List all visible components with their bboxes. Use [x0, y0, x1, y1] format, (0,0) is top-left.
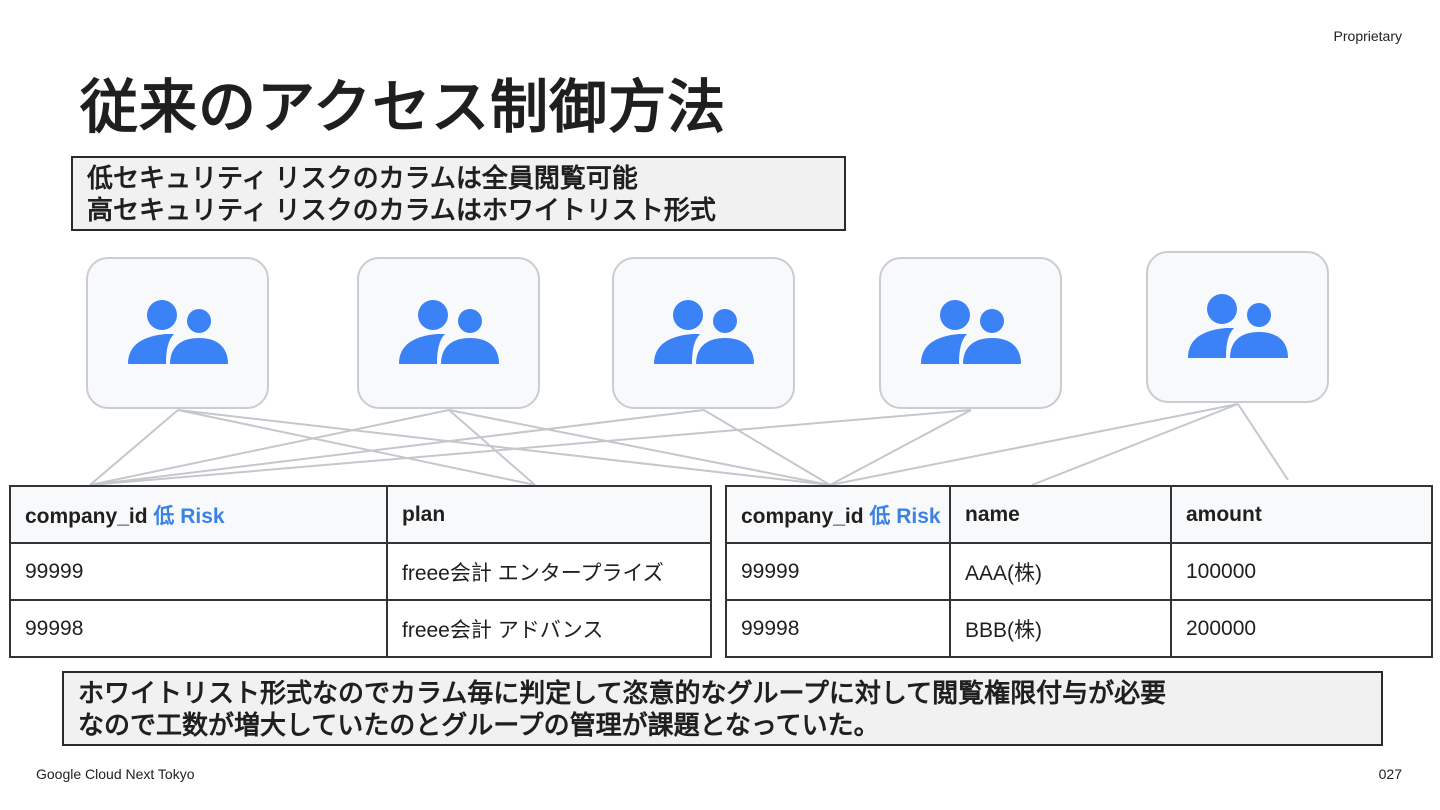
table-header-row: company_id 低 Risk name amount [725, 485, 1433, 544]
table-header-row: company_id 低 Risk plan [9, 485, 712, 544]
table-row: 99998 freee会計 アドバンス [9, 599, 712, 658]
connector-line [177, 409, 831, 486]
connector-line [89, 409, 705, 486]
risk-tag: 低 Risk [869, 504, 941, 528]
table-row: 99999 AAA(株) 100000 [725, 542, 1433, 601]
proprietary-label: Proprietary [1333, 28, 1402, 44]
table-cell: 200000 [1170, 599, 1433, 658]
table-right: company_id 低 Risk name amount 99999 AAA(… [725, 485, 1433, 658]
user-group-card-2 [357, 257, 540, 409]
table-row: 99999 freee会計 エンタープライズ [9, 542, 712, 601]
table-cell: 99998 [9, 599, 388, 658]
connector-line [703, 409, 831, 486]
risk-tag: 低 Risk [153, 504, 225, 528]
callout-bottom: ホワイトリスト形式なのでカラム毎に判定して恣意的なグループに対して閲覧権限付与が… [62, 671, 1383, 746]
connector-line [89, 409, 450, 486]
table-cell: 99999 [9, 542, 388, 601]
group-icon [920, 300, 1021, 364]
callout-top-line-2: 高セキュリティ リスクのカラムはホワイトリスト形式 [87, 195, 716, 225]
header-label: company_id [741, 504, 864, 528]
connector-line [177, 409, 536, 486]
callout-bottom-line-1: ホワイトリスト形式なのでカラム毎に判定して恣意的なグループに対して閲覧権限付与が… [78, 678, 1167, 708]
callout-top: 低セキュリティ リスクのカラムは全員閲覧可能 高セキュリティ リスクのカラムはホ… [71, 156, 846, 231]
callout-top-line-1: 低セキュリティ リスクのカラムは全員閲覧可能 [87, 163, 638, 193]
user-group-card-5 [1146, 251, 1329, 403]
header-cell: plan [386, 485, 712, 544]
connector-line [448, 409, 536, 486]
table-cell: freee会計 アドバンス [386, 599, 712, 658]
page-number: 027 [1378, 766, 1402, 782]
group-icon [653, 300, 754, 364]
header-label: company_id [25, 504, 148, 528]
table-cell: AAA(株) [949, 542, 1172, 601]
connector-line [448, 409, 831, 486]
header-cell: company_id 低 Risk [725, 485, 951, 544]
connector-line [829, 409, 972, 486]
connector-line [89, 409, 972, 486]
user-group-card-1 [86, 257, 269, 409]
connector-line [89, 409, 179, 486]
table-cell: 100000 [1170, 542, 1433, 601]
callout-bottom-line-2: なので工数が増大していたのとグループの管理が課題となっていた。 [78, 710, 880, 740]
user-group-card-3 [612, 257, 795, 409]
group-icon [127, 300, 228, 364]
table-cell: 99999 [725, 542, 951, 601]
header-cell: name [949, 485, 1172, 544]
group-icon [398, 300, 499, 364]
footer-event-name: Google Cloud Next Tokyo [36, 766, 195, 782]
connector-line [1031, 403, 1239, 486]
table-left: company_id 低 Risk plan 99999 freee会計 エンタ… [9, 485, 712, 658]
header-cell: amount [1170, 485, 1433, 544]
slide-title: 従来のアクセス制御方法 [80, 75, 727, 140]
connector-line [829, 403, 1239, 486]
user-group-card-4 [879, 257, 1062, 409]
table-cell: freee会計 エンタープライズ [386, 542, 712, 601]
header-cell: company_id 低 Risk [9, 485, 388, 544]
table-cell: BBB(株) [949, 599, 1172, 658]
table-row: 99998 BBB(株) 200000 [725, 599, 1433, 658]
group-icon [1187, 294, 1288, 358]
table-cell: 99998 [725, 599, 951, 658]
connector-line [1237, 403, 1289, 481]
